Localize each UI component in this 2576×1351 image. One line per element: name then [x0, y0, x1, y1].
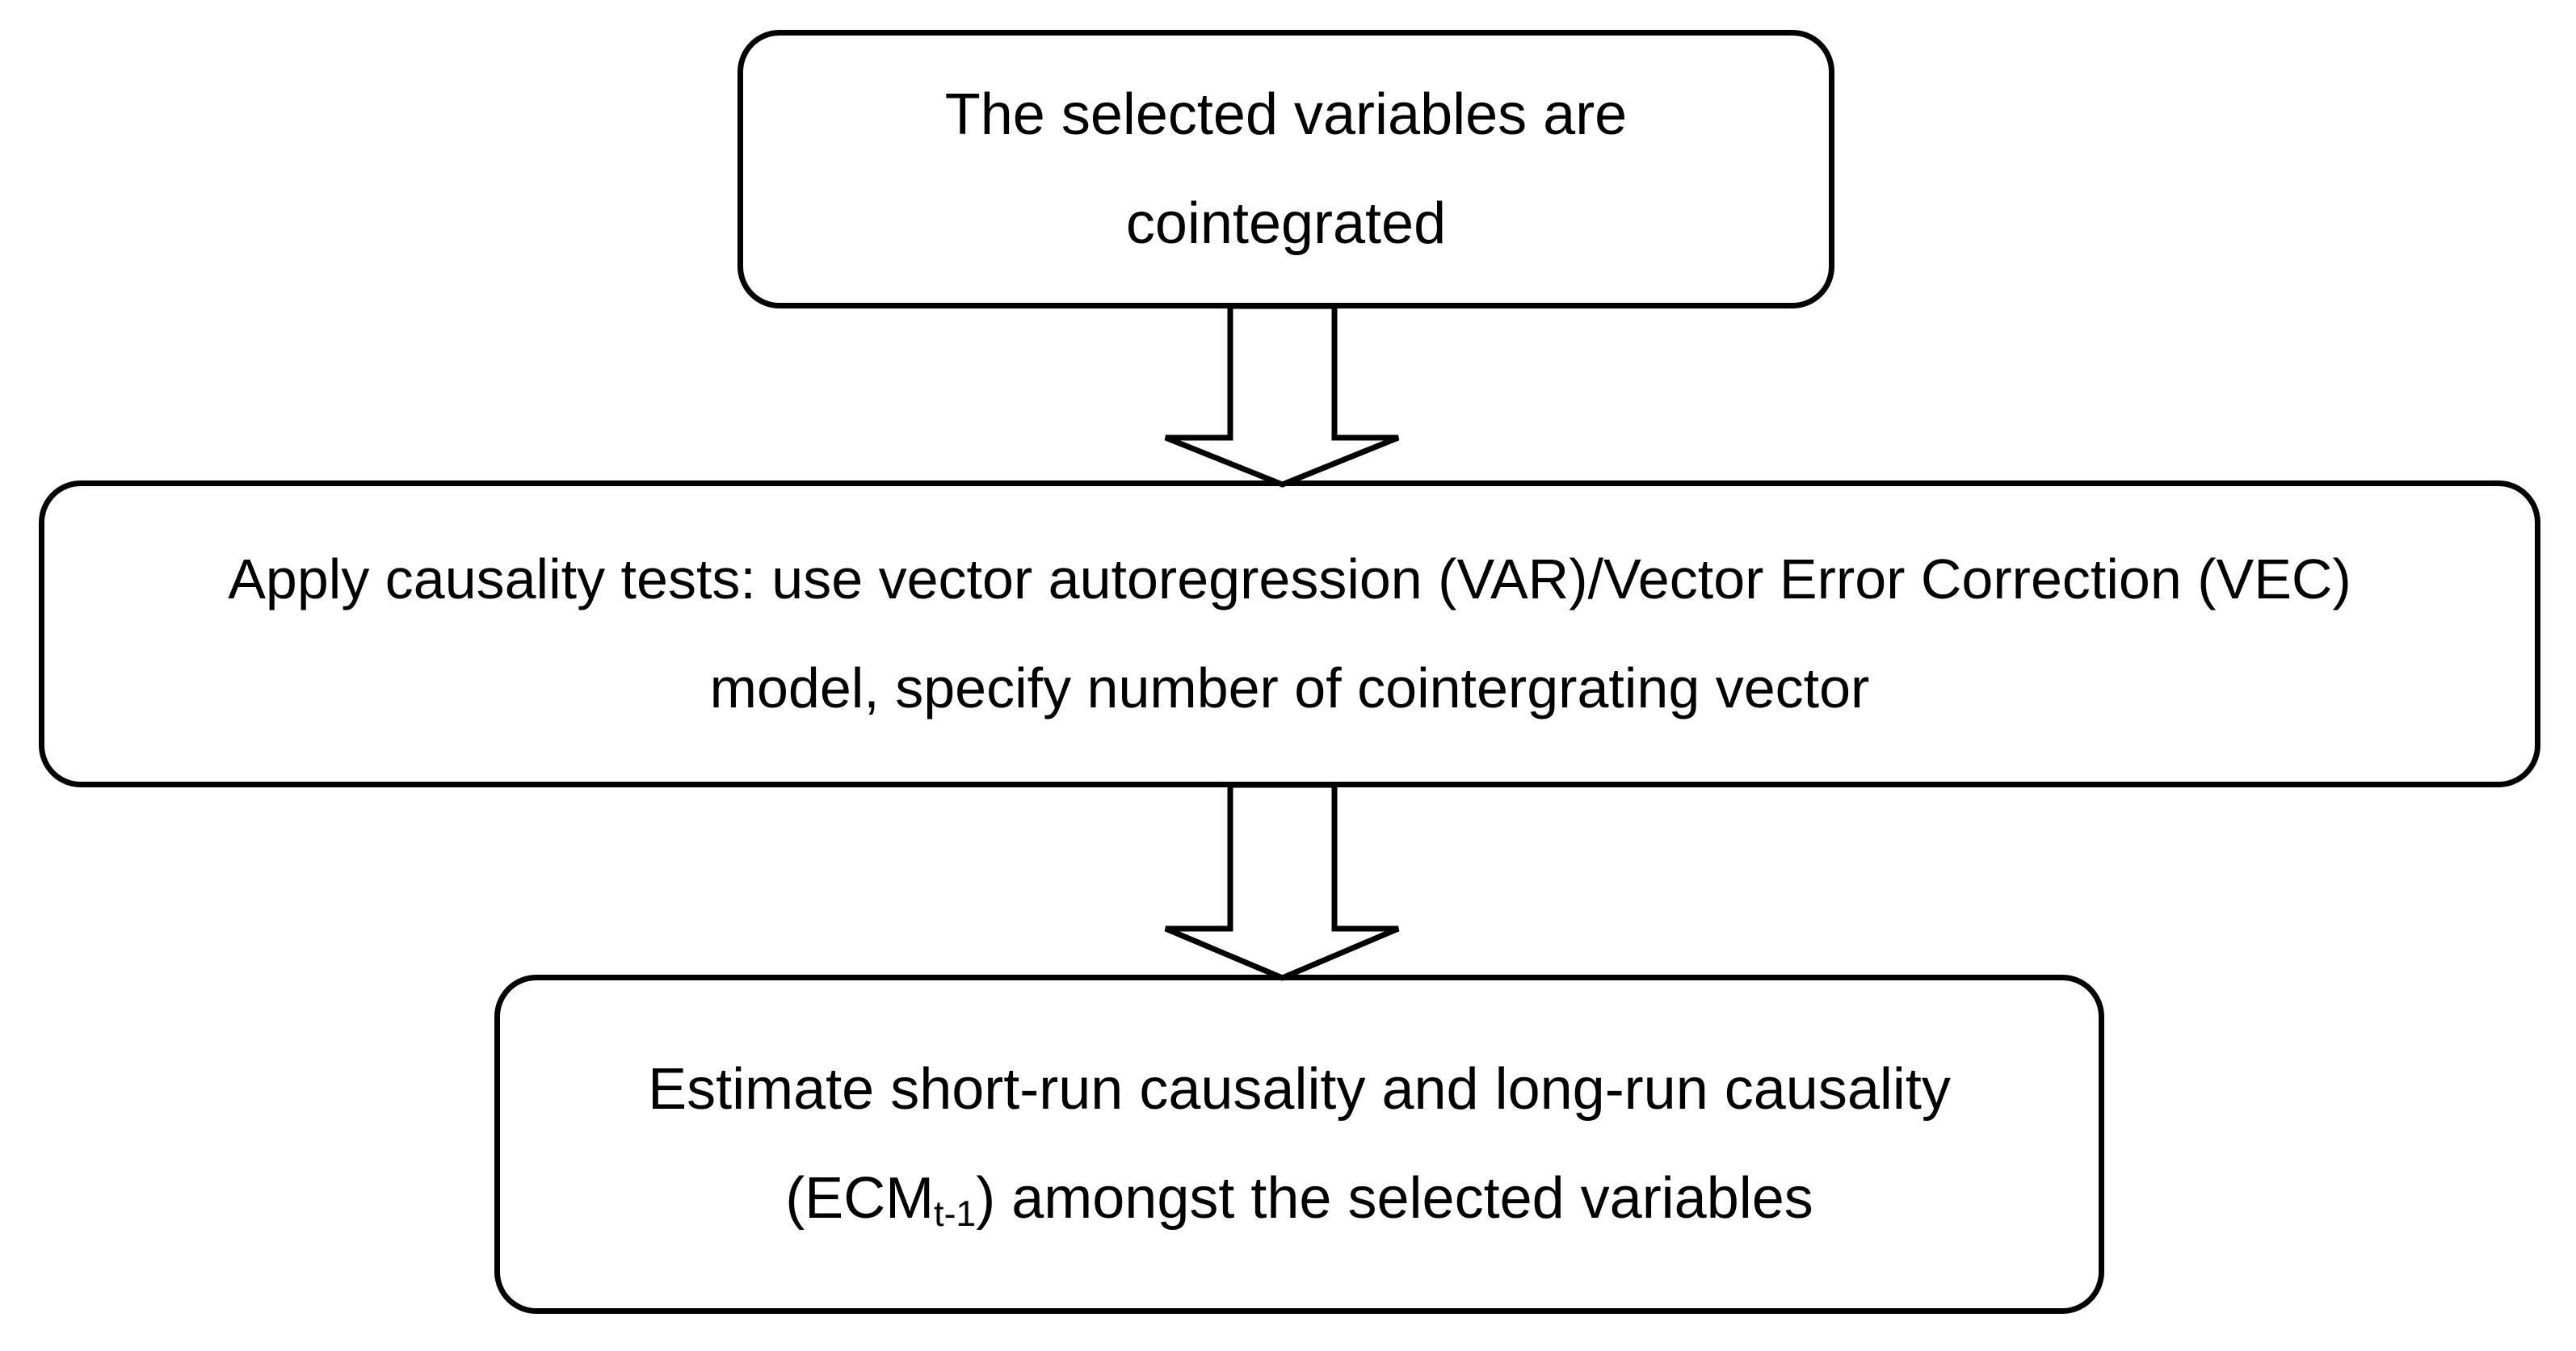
box-apply-causality-tests: Apply causality tests: use vector autore… [39, 480, 2540, 787]
box-estimate-causality: Estimate short-run causality and long-ru… [494, 975, 2104, 1314]
ecm-term-subscript: t-1 [934, 1194, 977, 1234]
box-variables-cointegrated: The selected variables are cointegrated [738, 30, 1834, 308]
down-arrow-icon [1164, 303, 1400, 488]
box-estimate-causality-line-2: (ECMt-1) amongst the selected variables [785, 1144, 1813, 1253]
ecm-term-suffix: ) amongst the selected variables [976, 1166, 1813, 1231]
box-estimate-causality-line-1: Estimate short-run causality and long-ru… [648, 1057, 1951, 1122]
box-variables-cointegrated-line-2: cointegrated [1125, 191, 1447, 256]
box-apply-causality-tests-line-2: model, specify number of cointergrating … [709, 657, 1870, 720]
box-variables-cointegrated-line-1: The selected variables are [944, 82, 1628, 147]
down-arrow-icon [1164, 782, 1400, 981]
ecm-term-prefix: (ECM [785, 1166, 935, 1231]
box-apply-causality-tests-line-1: Apply causality tests: use vector autore… [228, 548, 2351, 610]
